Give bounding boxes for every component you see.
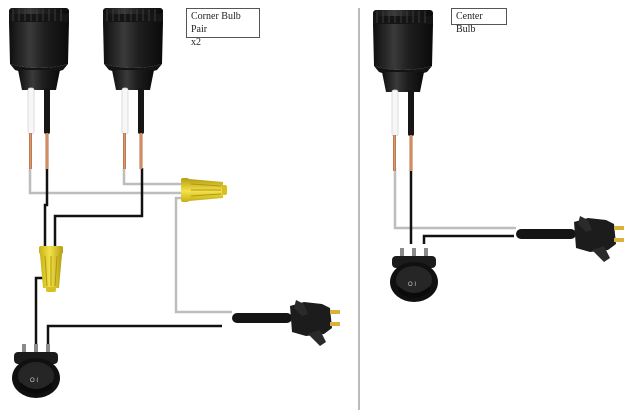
bulb-socket-icon (8, 7, 70, 170)
switch-marking: O I (408, 282, 416, 288)
bulb-socket-icon (372, 9, 434, 172)
hot-wire-plug (46, 324, 222, 344)
neutral-wire-1 (28, 168, 186, 195)
hot-wire-1 (43, 168, 49, 252)
center-bulb-title: Center Bulb (456, 11, 483, 35)
corner-bulb-label: Corner Bulb Pair x2 (186, 8, 260, 48)
neutral-wire-plug (174, 196, 232, 314)
rocker-switch-icon: O I (12, 344, 60, 398)
bulb-socket-icon (102, 7, 164, 170)
neutral-wire-2 (122, 168, 186, 186)
wire-nut-icon (180, 177, 228, 203)
corner-bulb-title: Corner Bulb Pair (191, 11, 241, 35)
center-bulb-label: Center Bulb (451, 8, 507, 35)
hot-wire-center-plug (422, 234, 514, 244)
neutral-wire-center (393, 168, 516, 230)
corner-bulb-qty: x2 (191, 37, 201, 48)
wire-nut-icon (38, 245, 64, 293)
rocker-switch-icon: O I (390, 248, 438, 302)
hot-wire-2 (53, 168, 144, 252)
power-plug-icon (516, 216, 624, 262)
power-plug-icon (232, 300, 340, 346)
switch-marking: O I (30, 378, 38, 384)
